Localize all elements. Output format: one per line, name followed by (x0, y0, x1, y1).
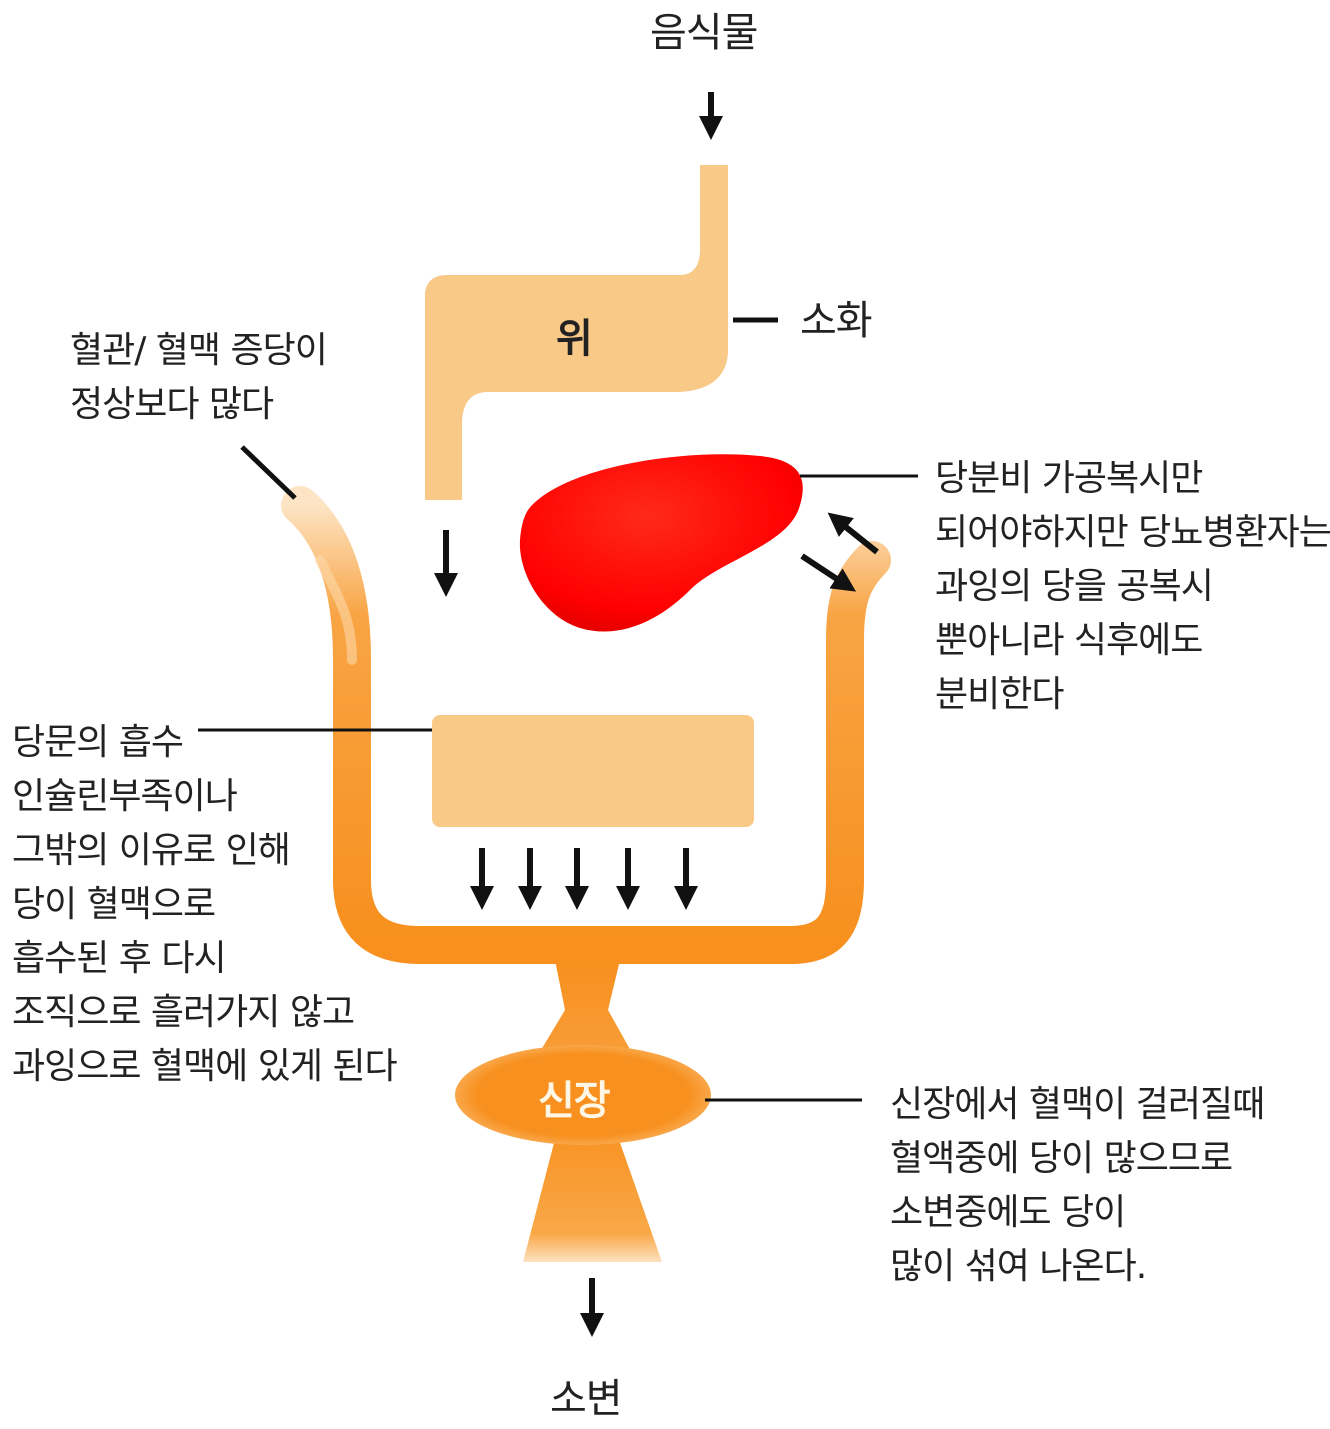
food-label: 음식물 (650, 6, 757, 60)
kidney-note-line-2: 혈액중에 당이 많으므로 (890, 1132, 1264, 1186)
pancreas (520, 454, 803, 631)
pancreas-note: 당분비 가공복시만 되어야하지만 당뇨병환자는 과잉의 당을 공복시 뿐아니라 … (935, 452, 1330, 722)
absorption-note-line-6: 조직으로 흘러가지 않고 (12, 986, 397, 1040)
absorption-note-line-4: 당이 혈맥으로 (12, 878, 397, 932)
pancreas-note-line-5: 분비한다 (935, 668, 1330, 722)
kidney-label: 신장 (538, 1068, 610, 1126)
pancreas-note-line-1: 당분비 가공복시만 (935, 452, 1330, 506)
pancreas-note-line-3: 과잉의 당을 공복시 (935, 560, 1330, 614)
absorption-note-line-7: 과잉으로 혈맥에 있게 된다 (12, 1040, 397, 1094)
blood-vessel-note-line-1: 혈관/ 혈맥 증당이 (70, 324, 327, 378)
pancreas-note-line-4: 뿐아니라 식후에도 (935, 614, 1330, 668)
absorption-note: 당문의 흡수 인슐린부족이나 그밖의 이유로 인해 당이 혈맥으로 흡수된 후 … (12, 716, 397, 1094)
digestion-label: 소화 (800, 294, 872, 348)
kidney-note-line-1: 신장에서 혈맥이 걸러질때 (890, 1078, 1264, 1132)
kidney-note-line-4: 많이 섞여 나온다. (890, 1240, 1264, 1294)
absorption-note-line-3: 그밖의 이유로 인해 (12, 824, 397, 878)
absorption-note-line-2: 인슐린부족이나 (12, 770, 397, 824)
stomach-label: 위 (556, 306, 592, 364)
blood-vessel-note: 혈관/ 혈맥 증당이 정상보다 많다 (70, 324, 327, 432)
kidney-note: 신장에서 혈맥이 걸러질때 혈액중에 당이 많으므로 소변중에도 당이 많이 섞… (890, 1078, 1264, 1294)
kidney-note-line-3: 소변중에도 당이 (890, 1186, 1264, 1240)
intestine (432, 715, 754, 827)
pancreas-note-line-2: 되어야하지만 당뇨병환자는 (935, 506, 1330, 560)
urine-label: 소변 (550, 1372, 622, 1426)
absorption-note-line-1: 당문의 흡수 (12, 716, 397, 770)
absorption-note-line-5: 흡수된 후 다시 (12, 932, 397, 986)
blood-vessel-note-line-2: 정상보다 많다 (70, 378, 327, 432)
